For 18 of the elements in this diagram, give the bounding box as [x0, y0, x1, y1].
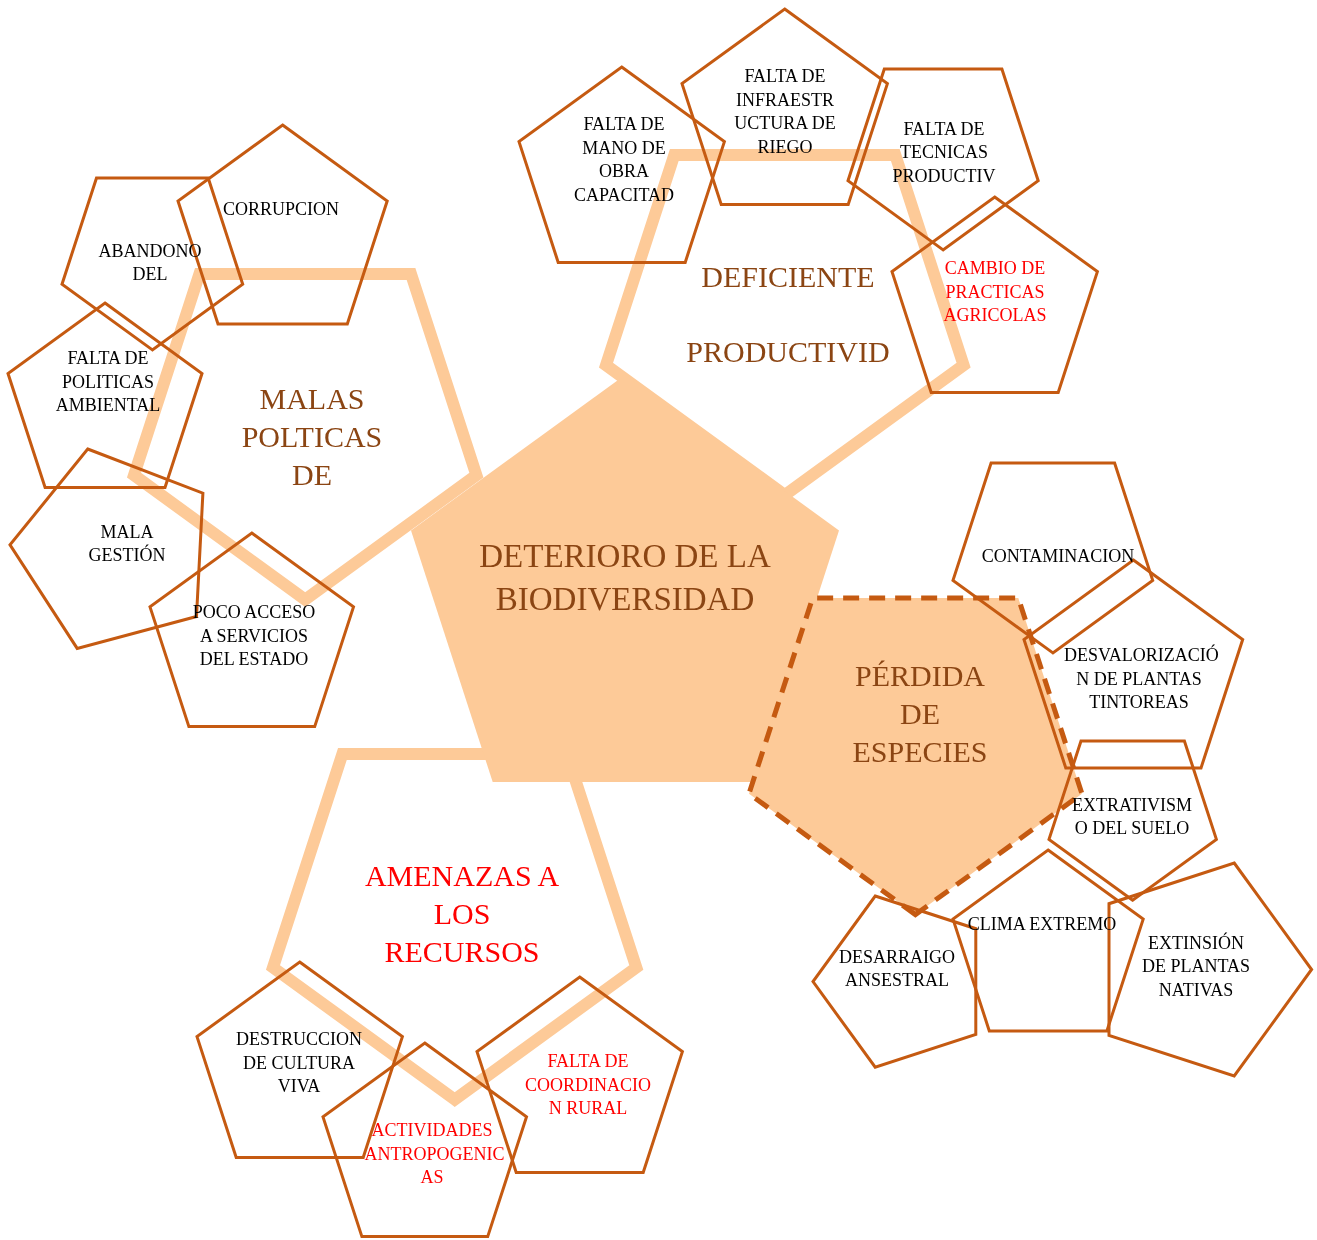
- category-title: PÉRDIDA DE ESPECIES: [851, 658, 989, 770]
- cause-label: EXTINSIÓN DE PLANTAS NATIVAS: [1140, 931, 1251, 1002]
- cause-label: CAMBIO DE PRACTICAS AGRICOLAS: [942, 256, 1048, 327]
- cause-label: CONTAMINACION: [980, 545, 1136, 569]
- cause-label: FALTA DE MANO DE OBRA CAPACITAD: [574, 113, 674, 207]
- cause-label: FALTA DE COORDINACIO N RURAL: [524, 1049, 652, 1120]
- cause-label: DESTRUCCION DE CULTURA VIVA: [234, 1027, 363, 1098]
- cause-label: EXTRATIVISM O DEL SUELO: [1071, 793, 1193, 840]
- central-title: DETERIORO DE LA BIODIVERSIDAD: [478, 537, 772, 619]
- cause-label: FALTA DE POLITICAS AMBIENTAL: [54, 346, 162, 417]
- cause-label: CORRUPCION: [221, 198, 340, 222]
- cause-label: FALTA DE TECNICAS PRODUCTIV: [891, 117, 997, 188]
- category-title: MALAS POLTICAS DE: [240, 381, 384, 493]
- cause-label: MALA GESTIÓN: [87, 520, 167, 567]
- cause-label: FALTA DE INFRAESTR UCTURA DE RIEGO: [733, 65, 837, 159]
- cause-label: DESARRAIGO ANSESTRAL: [838, 945, 956, 992]
- category-title: AMENAZAS A LOS RECURSOS: [363, 858, 561, 970]
- category-title: DEFICIENTE PRODUCTIVID: [685, 259, 891, 370]
